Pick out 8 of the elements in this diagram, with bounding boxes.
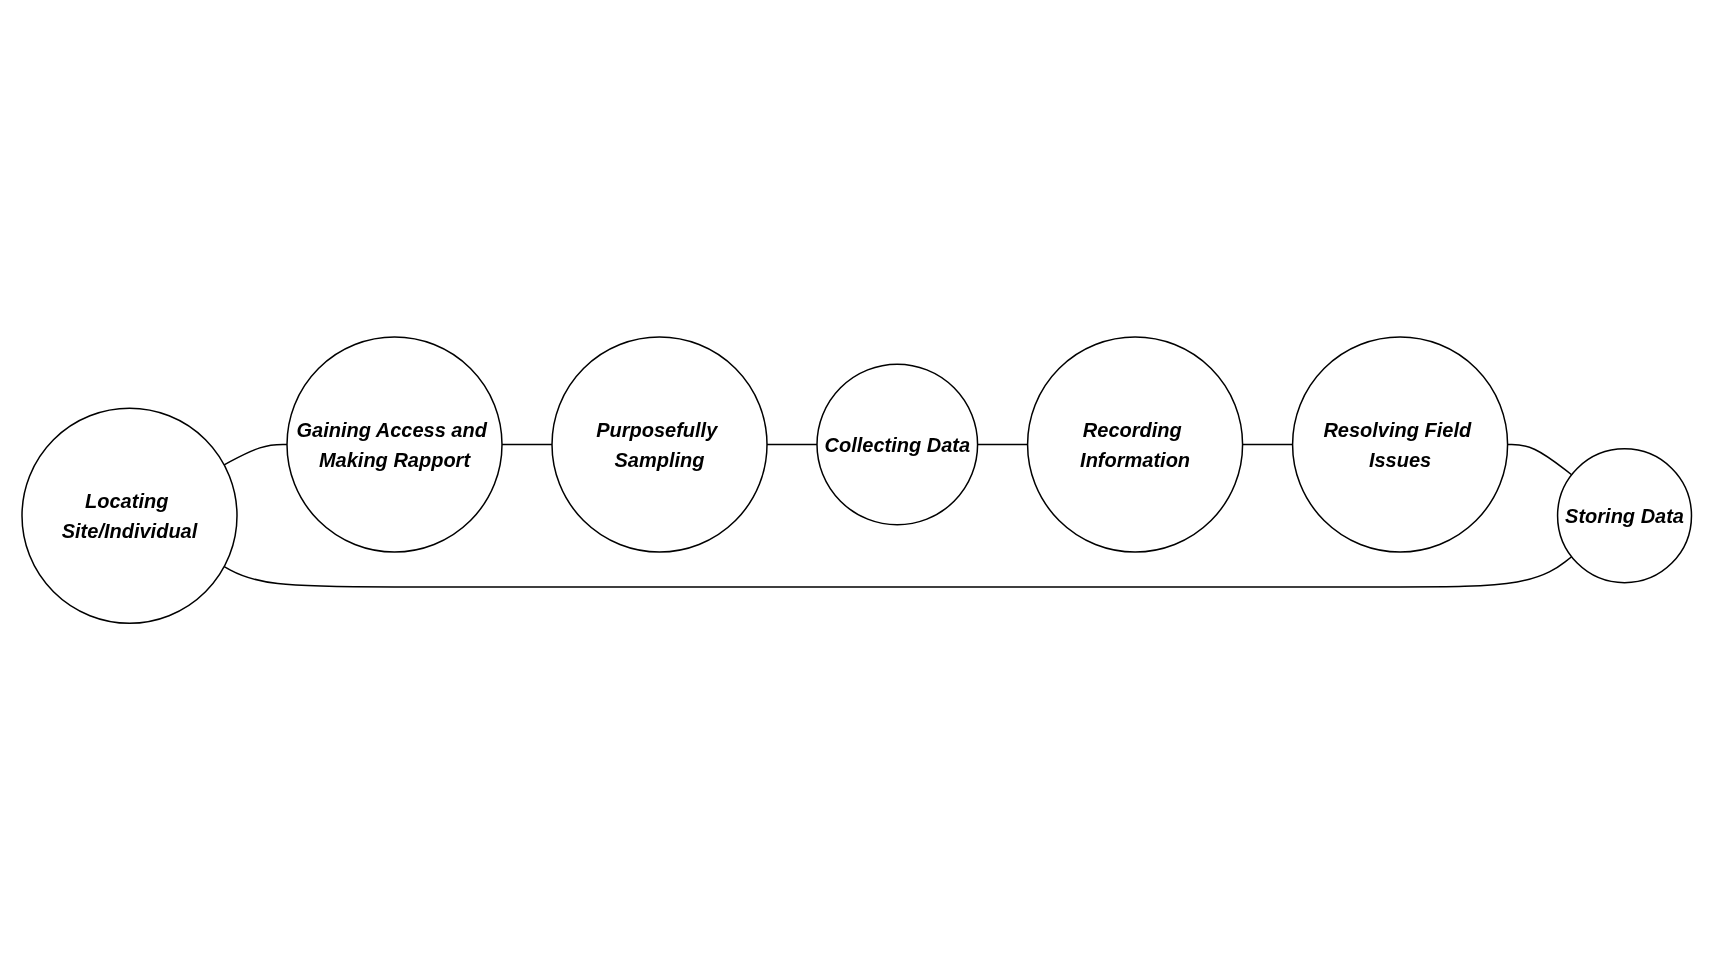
node-circle: Recording Information — [1026, 336, 1244, 553]
node-circle: Gaining Access and Making Rapport — [286, 336, 503, 553]
node-circle: Resolving Field Issues — [1291, 336, 1509, 553]
node-circle: Collecting Data — [816, 363, 979, 526]
node-circle: Storing Data — [1556, 447, 1692, 584]
node-circle: Locating Site/Individual — [21, 407, 238, 624]
connector — [223, 555, 1573, 588]
node-circle: Purposefully Sampling — [551, 336, 768, 553]
